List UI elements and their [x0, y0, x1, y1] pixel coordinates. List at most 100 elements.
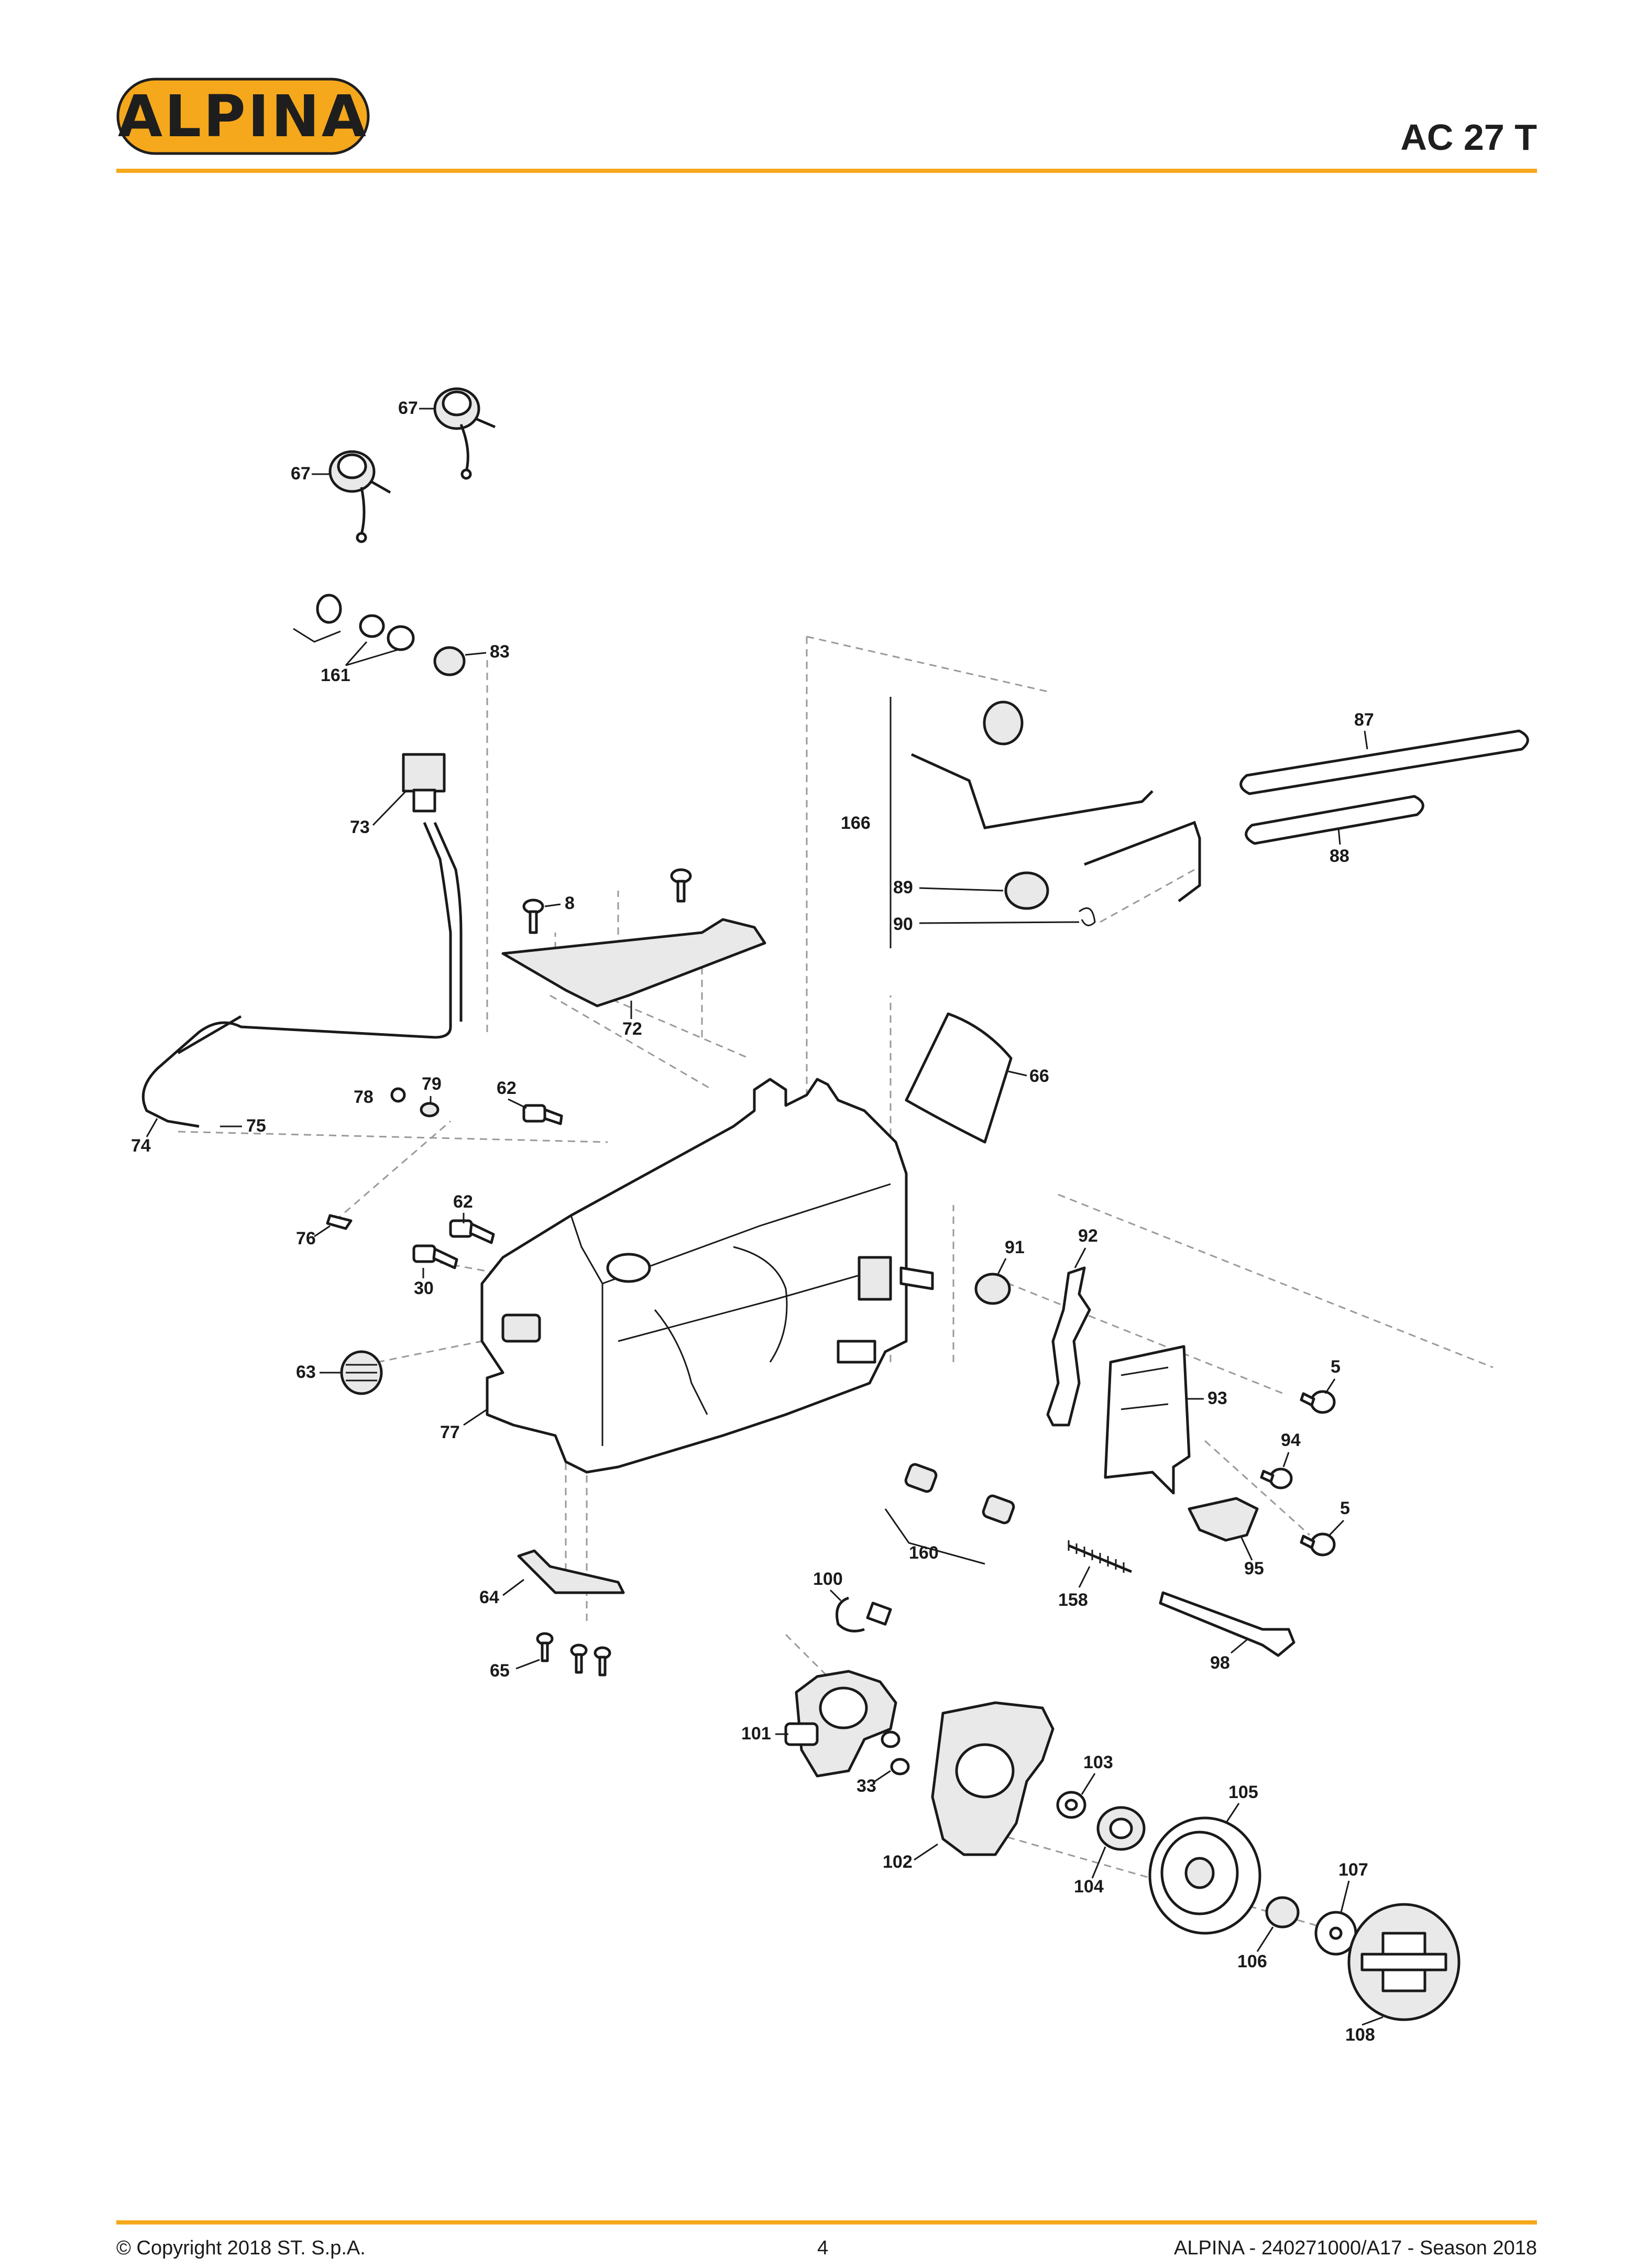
svg-text:62: 62 [453, 1192, 473, 1212]
page-number: 4 [817, 2237, 829, 2259]
svg-text:89: 89 [893, 878, 913, 897]
part-90-clip [1079, 907, 1096, 926]
part-160-adjusters [884, 1463, 1015, 1565]
part-5-screw-a [1300, 1390, 1336, 1414]
svg-text:88: 88 [1330, 846, 1349, 866]
svg-text:62: 62 [497, 1078, 517, 1098]
lbl-160: 160 [909, 1543, 939, 1563]
svg-text:92: 92 [1078, 1226, 1098, 1246]
lbl-161: 161 [321, 641, 399, 685]
lbl-33: 33 [857, 1770, 891, 1796]
svg-text:79: 79 [422, 1074, 442, 1094]
svg-text:67: 67 [398, 398, 418, 418]
svg-text:87: 87 [1354, 710, 1374, 730]
lbl-158: 158 [1058, 1566, 1091, 1610]
lbl-91: 91 [997, 1237, 1025, 1275]
svg-text:102: 102 [883, 1852, 913, 1872]
part-8-screws [522, 868, 692, 934]
svg-text:166: 166 [841, 813, 871, 833]
svg-text:161: 161 [321, 665, 350, 685]
svg-text:94: 94 [1281, 1430, 1301, 1450]
lbl-76: 76 [296, 1225, 331, 1248]
svg-text:5: 5 [1340, 1498, 1350, 1518]
svg-text:83: 83 [490, 642, 510, 662]
lbl-107: 107 [1338, 1860, 1368, 1913]
lbl-102: 102 [883, 1843, 938, 1872]
part-33-screws [881, 1730, 910, 1776]
brand-logo: ALPINA [116, 78, 370, 155]
part-104-bearing [1096, 1806, 1146, 1851]
svg-text:108: 108 [1345, 2025, 1375, 2045]
part-161-fasteners [293, 594, 415, 651]
svg-text:93: 93 [1207, 1388, 1227, 1408]
part-88-hose [1245, 795, 1424, 845]
svg-text:33: 33 [857, 1776, 876, 1796]
part-65-screws [536, 1632, 611, 1677]
svg-text:73: 73 [350, 817, 370, 837]
part-73-switch [141, 753, 463, 1128]
model-title: AC 27 T [1400, 117, 1537, 158]
page-header: ALPINA AC 27 T [0, 0, 1647, 178]
svg-text:8: 8 [565, 893, 575, 913]
lbl-77: 77 [440, 1408, 488, 1442]
svg-text:64: 64 [479, 1587, 499, 1607]
part-101-oil-pump [784, 1670, 897, 1778]
lbl-90: 90 [893, 914, 1080, 934]
part-108-clutch [1347, 1903, 1461, 2021]
lbl-88: 88 [1330, 827, 1349, 866]
svg-text:91: 91 [1005, 1237, 1025, 1257]
part-87-hose [1239, 729, 1529, 795]
part-77-crankcase [480, 1078, 934, 1474]
svg-text:77: 77 [440, 1422, 460, 1442]
svg-text:5: 5 [1331, 1357, 1341, 1377]
logo-text: ALPINA [118, 83, 368, 150]
lbl-62a: 62 [497, 1078, 527, 1109]
svg-text:103: 103 [1083, 1752, 1113, 1772]
part-92-plate [1046, 1266, 1091, 1427]
lbl-93: 93 [1187, 1388, 1227, 1408]
svg-text:63: 63 [296, 1362, 316, 1382]
part-158-spring [1068, 1540, 1132, 1573]
part-67-spark-cap-lower [328, 450, 391, 543]
part-76-clip [326, 1214, 353, 1230]
svg-text:76: 76 [296, 1229, 316, 1248]
svg-text:66: 66 [1029, 1066, 1049, 1086]
svg-text:90: 90 [893, 914, 913, 934]
lbl-101: 101 [741, 1724, 788, 1744]
lbl-105: 105 [1225, 1782, 1258, 1824]
svg-text:95: 95 [1244, 1559, 1264, 1579]
part-30-bolt [412, 1244, 458, 1269]
lbl-103: 103 [1081, 1752, 1113, 1795]
part-72-cover [501, 918, 766, 1007]
part-103-washer [1056, 1791, 1086, 1819]
lbl-87: 87 [1354, 710, 1374, 750]
svg-text:74: 74 [131, 1136, 151, 1156]
lbl-30: 30 [414, 1268, 434, 1298]
part-62-bolt-a [522, 1104, 563, 1125]
lbl-67a: 67 [398, 398, 435, 418]
part-78-nut [390, 1087, 406, 1103]
lbl-5b: 5 [1328, 1498, 1350, 1536]
part-93-plate [1104, 1345, 1191, 1495]
document-reference: ALPINA - 240271000/A17 - Season 2018 [1174, 2237, 1537, 2259]
svg-text:158: 158 [1058, 1590, 1088, 1610]
lbl-78: 78 [354, 1087, 374, 1107]
part-63-filter [340, 1350, 383, 1395]
svg-text:75: 75 [246, 1116, 266, 1136]
lbl-73: 73 [350, 790, 407, 837]
lbl-62b: 62 [453, 1192, 473, 1223]
part-105-drum [1148, 1816, 1261, 1935]
lbl-63: 63 [296, 1362, 341, 1382]
lbl-104: 104 [1074, 1846, 1106, 1897]
lbl-65: 65 [490, 1659, 540, 1681]
part-5-screw-b [1300, 1532, 1336, 1557]
part-102-cover [931, 1701, 1055, 1856]
svg-text:30: 30 [414, 1278, 434, 1298]
svg-text:72: 72 [622, 1019, 642, 1039]
part-79-grommet [420, 1102, 440, 1117]
svg-text:98: 98 [1210, 1653, 1230, 1673]
lbl-8: 8 [544, 893, 575, 913]
svg-text:160: 160 [909, 1543, 939, 1563]
part-107-washer [1314, 1911, 1357, 1956]
